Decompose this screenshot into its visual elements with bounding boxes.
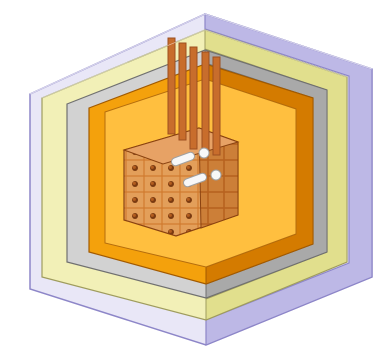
- rod-icon: [213, 57, 220, 155]
- rod-icon: [168, 38, 175, 134]
- rod-icon: [202, 52, 209, 153]
- white-pin-icon: [211, 170, 221, 180]
- rod-icon: [190, 47, 197, 149]
- rod-icon: [179, 43, 186, 140]
- white-pin-icon: [199, 148, 209, 158]
